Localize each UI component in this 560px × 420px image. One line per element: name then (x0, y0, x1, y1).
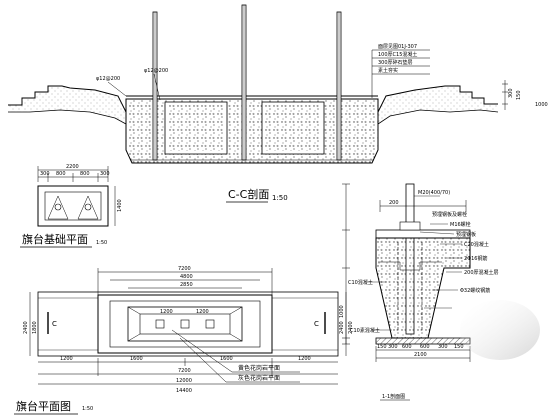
detail-right-7: Φ32螺纹钢筋 (460, 287, 490, 294)
plan-b1: 1200 (60, 356, 73, 362)
base-dim-4: 300 (100, 171, 110, 177)
base-dim-3: 800 (80, 171, 90, 177)
section-cc: φ12@200 φ12@200 面层见图01J-307 100厚C15混凝土 3… (8, 4, 548, 203)
plan-bottom-outer: 14400 (176, 388, 192, 394)
callout-grey-granite: 灰色花岗岩平面 (238, 374, 280, 382)
callout-yellow-granite: 黄色花岗岩平面 (238, 364, 280, 372)
detail-dim-200: 200 (389, 200, 399, 206)
dim-150: 150 (516, 90, 522, 100)
detail-right-1: 预埋钢板及螺栓 (432, 211, 467, 218)
plan-dim-top-outer: 7200 (178, 266, 191, 272)
pole-detail: M20(400/70) 200 1000 C10混凝土 C10素混凝土 (339, 183, 540, 401)
detail-foundation (375, 237, 471, 339)
svg-text:C: C (314, 320, 319, 328)
layer-4: 素土夯实 (378, 67, 398, 74)
plan-outer-walk (37, 291, 339, 357)
plan-b3: 1600 (220, 356, 233, 362)
plan-left-total: 2400 (23, 321, 29, 334)
base-plan-outline (37, 185, 109, 227)
flag-pole-right (336, 11, 342, 161)
detail-bottom-total: 2100 (414, 352, 427, 358)
detail-right-2: M16螺栓 (450, 221, 471, 228)
base-dim-2: 800 (56, 171, 66, 177)
layer-2: 100厚C15混凝土 (378, 51, 417, 58)
plan-right-total: 2400 (339, 321, 345, 334)
base-dim-1: 300 (40, 171, 50, 177)
detail-b5: 300 (438, 344, 448, 350)
ground-hatch-right (378, 86, 498, 124)
detail-dim-1000: 1000 (339, 305, 345, 318)
flag-plan: 7200 4800 2850 1400 1400 1200 1200 C C (14, 266, 354, 415)
base-plan: 2200 300 800 800 300 1400 旗台基础平面 1:50 (20, 164, 123, 248)
section-cc-title: C-C剖面 (228, 187, 269, 201)
layer-callout: 面层见图01J-307 100厚C15混凝土 300厚碎石垫层 素土夯实 (371, 44, 430, 98)
right-dimension: 150 300 1000 (502, 80, 548, 110)
flag-plan-scale: 1:50 (82, 406, 93, 412)
plan-left-part: 1800 (32, 321, 38, 334)
base-plan-scale: 1:50 (96, 240, 107, 246)
plan-platform (97, 294, 273, 354)
plan-dim-top-mid: 4800 (180, 274, 193, 280)
detail-right-3: 预埋钢板 (456, 231, 476, 238)
section-mark-right: C (314, 312, 326, 334)
detail-b4: 600 (420, 344, 430, 350)
flag-plan-title: 旗台平面图 (16, 399, 71, 413)
detail-left-2: C10素混凝土 (350, 327, 380, 334)
base-dim-total: 2200 (66, 164, 79, 170)
bolt-label-left: φ12@200 (96, 76, 120, 82)
plan-right-part: 2400 (348, 321, 354, 334)
plan-b4: 1200 (298, 356, 311, 362)
detail-b6: 150 (454, 344, 464, 350)
detail-b3: 600 (402, 344, 412, 350)
pole-detail-title: 1-1剖面图 (382, 393, 405, 400)
plan-bottom-inner: 7200 (178, 368, 191, 374)
svg-text:C: C (52, 320, 57, 328)
detail-right-6: 200厚混凝土层 (464, 269, 499, 276)
section-mark-left: C (47, 312, 57, 334)
section-cc-scale: 1:50 (272, 194, 288, 202)
flag-pole-left (152, 11, 158, 161)
ground-hatch-left (8, 86, 126, 124)
plan-plinth (127, 306, 243, 342)
detail-b2: 300 (388, 344, 398, 350)
detail-right-5: 2Φ16钢筋 (464, 255, 487, 262)
detail-top-label: M20(400/70) (418, 190, 450, 196)
dim-1000: 1000 (535, 102, 548, 108)
plan-dim-top-inner: 2850 (180, 282, 193, 288)
plan-b2: 1600 (130, 356, 143, 362)
plan-inner-b: 1200 (196, 309, 209, 315)
layer-1: 面层见图01J-307 (378, 44, 417, 50)
detail-b1: 150 (377, 344, 387, 350)
dim-300: 300 (508, 88, 514, 98)
base-dim-height: 1400 (117, 199, 123, 212)
detail-right-4: C20混凝土 (464, 241, 489, 248)
flag-pole-center (241, 4, 247, 161)
plan-bottom-mid: 12000 (176, 378, 192, 384)
plan-inner-a: 1200 (160, 309, 173, 315)
base-plan-title: 旗台基础平面 (22, 232, 88, 246)
layer-3: 300厚碎石垫层 (378, 59, 413, 66)
bolt-label-right: φ12@200 (144, 68, 168, 74)
detail-left-1: C10混凝土 (348, 279, 373, 286)
